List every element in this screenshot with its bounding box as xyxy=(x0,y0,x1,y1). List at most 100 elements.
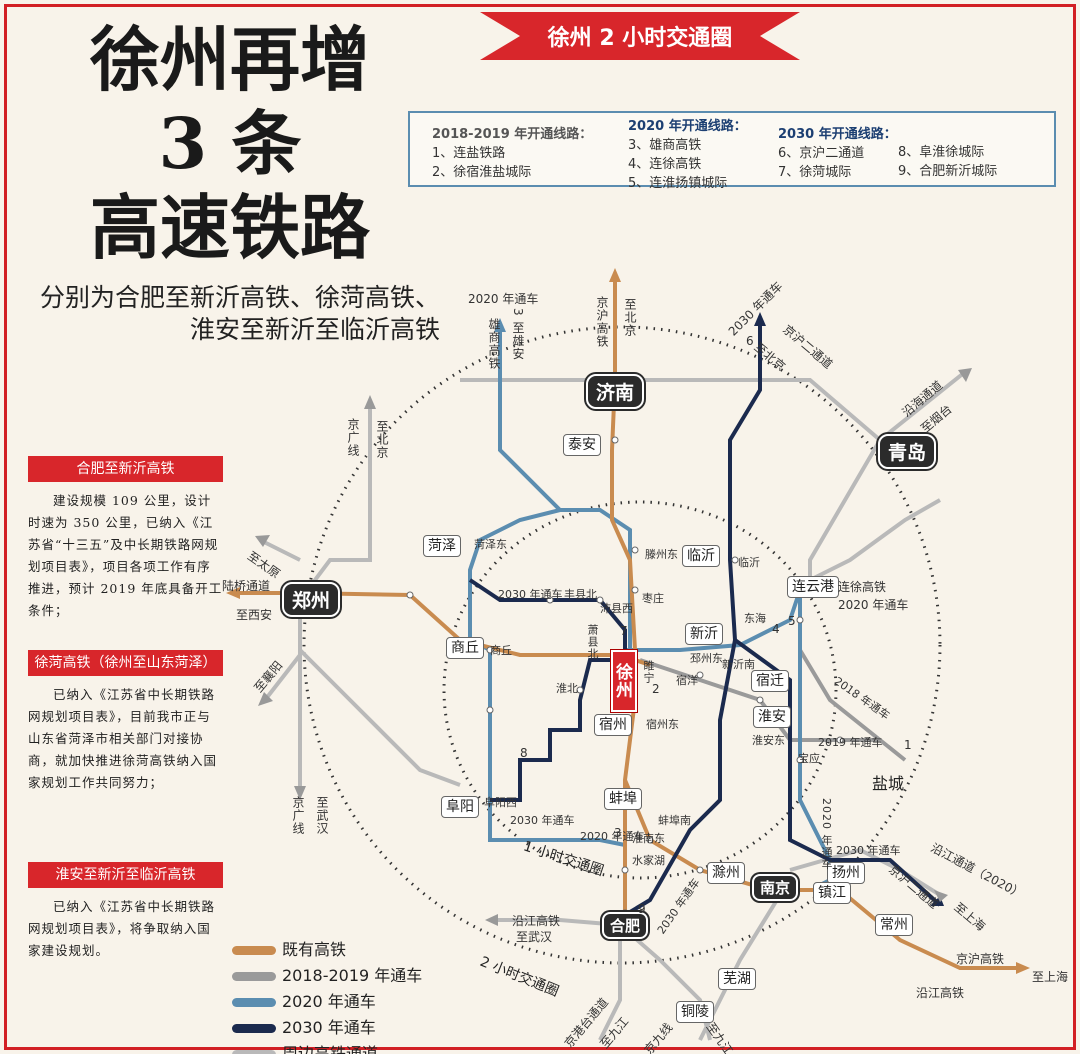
map-legend-nearby: 周边高铁通道 xyxy=(232,1040,378,1054)
sidebar-section-huaian-linyi: 淮安至新沂至临沂高铁 已纳入《江苏省中长期铁路网规划项目表》，将争取纳入国家建设… xyxy=(28,862,223,962)
label-suining: 睢宁 xyxy=(642,660,655,684)
line-number: 2 xyxy=(652,682,660,696)
station-suzhou: 宿州 xyxy=(594,714,632,736)
label-huaibei: 淮北 xyxy=(556,682,578,695)
station-bengbu: 蚌埠 xyxy=(604,788,642,810)
label-xiongshang: 雄商高铁 xyxy=(487,318,501,370)
sidebar-text: 建设规模 109 公里，设计时速为 350 公里，已纳入《江苏省“十三五”及中长… xyxy=(28,493,223,618)
legend-label: 2020 年通车 xyxy=(282,992,376,1011)
arrowheads xyxy=(226,268,1030,974)
station-suqian: 宿迁 xyxy=(751,670,789,692)
label-huaiandong: 淮安东 xyxy=(752,734,785,747)
two-hour-circle xyxy=(302,325,942,965)
label-suyang: 宿洋 xyxy=(676,674,698,687)
headline-line-3: 高速铁路 xyxy=(90,186,370,269)
lines-2020 xyxy=(468,330,832,887)
label-fengxianbei: 丰县北 xyxy=(564,588,597,601)
label-xinyinan: 新沂南 xyxy=(722,658,755,671)
label-suzhoudong: 宿州东 xyxy=(646,718,679,731)
legend-swatch xyxy=(232,946,276,955)
legend-label: 2030 年通车 xyxy=(282,1018,376,1037)
legend-item: 3、雄商高铁 xyxy=(628,138,702,153)
city-zhengzhou: 郑州 xyxy=(282,582,341,617)
station-taian: 泰安 xyxy=(563,434,601,456)
subheadline: 分别为合肥至新沂高铁、徐菏高铁、淮安至新沂至临沂高铁 xyxy=(39,283,440,344)
label-xiaoxianbei: 萧县北 xyxy=(586,624,599,660)
city-nanjing: 南京 xyxy=(752,874,799,901)
label-to-shanghai-2: 至上海 xyxy=(1032,970,1069,984)
label-jinghu-south: 京沪高铁 xyxy=(956,952,1005,966)
legend-item: 5、连淮扬镇城际 xyxy=(628,176,728,191)
station-tongling: 铜陵 xyxy=(676,1001,714,1023)
station-changzhou: 常州 xyxy=(875,914,913,936)
label-line5-2020: 2020 年通车 xyxy=(820,798,833,871)
label-pizhoudong: 邳州东 xyxy=(690,652,723,665)
station-lianyungang: 连云港 xyxy=(787,576,839,598)
label-to-wuhan-2: 至武汉 xyxy=(516,930,553,944)
label-donghai: 东海 xyxy=(744,612,766,625)
label-baoying: 宝应 xyxy=(798,752,820,765)
label-shuijiahu: 水家湖 xyxy=(632,854,665,867)
line-number: 3 xyxy=(614,826,622,840)
label-peixianxi: 沛县西 xyxy=(600,602,633,615)
city-qingdao: 青岛 xyxy=(878,434,937,469)
label-shangqiu-station: 商丘 xyxy=(490,644,512,657)
sidebar-text: 已纳入《江苏省中长期铁路网规划项目表》，目前我市正与山东省菏泽市相关部门对接协商… xyxy=(28,687,218,790)
label-fuyangxi: 阜阳西 xyxy=(484,796,517,809)
line-number: 5 xyxy=(788,614,796,628)
label-bengbunan: 蚌埠南 xyxy=(658,814,691,827)
map-legend-existing: 既有高铁 xyxy=(232,936,346,960)
sidebar-text: 已纳入《江苏省中长期铁路网规划项目表》，将争取纳入国家建设规划。 xyxy=(28,899,216,958)
label-huainannan: 淮南东 xyxy=(632,832,665,845)
sidebar-tag: 淮安至新沂至临沂高铁 xyxy=(28,862,223,888)
label-linyi-station: 临沂 xyxy=(738,556,760,569)
city-xuzhou: 徐州 xyxy=(610,649,638,713)
label-line6-2030: 2030 年通车 xyxy=(836,844,901,857)
label-tengzhoudong: 滕州东 xyxy=(645,548,678,561)
legend-label: 周边高铁通道 xyxy=(282,1044,379,1054)
legend-item: 8、阜淮徐城际 xyxy=(898,145,985,160)
line-number: 9 xyxy=(638,902,646,916)
legend-item: 7、徐菏城际 xyxy=(778,165,852,180)
legend-swatch xyxy=(232,998,276,1007)
legend-item: 1、连盐铁路 xyxy=(432,146,506,161)
city-jinan: 济南 xyxy=(586,374,645,409)
label-to-wuhan: 至武汉 xyxy=(315,796,329,835)
label-to-xian: 至西安 xyxy=(236,608,273,622)
line-number: 4 xyxy=(772,622,780,636)
label-line8-2030: 2030 年通车 xyxy=(510,814,575,827)
line-number: 1 xyxy=(904,738,912,752)
label-lianxu-2020: 2020 年通车 xyxy=(838,598,909,612)
station-huaian: 淮安 xyxy=(753,706,791,728)
label-line3-2020: 2020 年通车 xyxy=(580,830,645,843)
station-zhenjiang: 镇江 xyxy=(813,882,851,904)
line-number: 6 xyxy=(746,334,754,348)
banner: 徐州 2 小时交通圈 xyxy=(480,6,800,66)
label-jingguang-south: 京广线 xyxy=(291,796,305,835)
banner-text: 徐州 2 小时交通圈 xyxy=(547,26,733,51)
legend-item: 6、京沪二通道 xyxy=(778,146,865,161)
station-xinyi: 新沂 xyxy=(685,623,723,645)
map-legend-2018: 2018-2019 年通车 xyxy=(232,962,422,986)
station-chuzhou: 滁州 xyxy=(707,862,745,884)
legend-item: 9、合肥新沂城际 xyxy=(898,164,998,179)
label-to-xiongan: 3 至雄安 xyxy=(511,308,525,361)
station-fuyang: 阜阳 xyxy=(441,796,479,818)
line-number: 8 xyxy=(520,746,528,760)
station-linyi: 临沂 xyxy=(682,545,720,567)
legend-label: 既有高铁 xyxy=(282,940,347,959)
label-yancheng-2019: 2019 年通车 xyxy=(818,736,883,749)
label-xiongan-2020: 2020 年通车 xyxy=(468,292,539,306)
headline: 徐州再增 3 条 高速铁路 xyxy=(60,18,400,270)
legend-swatch xyxy=(232,1024,276,1033)
label-yanjiang-west: 沿江高铁 xyxy=(512,914,561,928)
map-legend-2030: 2030 年通车 xyxy=(232,1014,376,1038)
label-lianxu: 连徐高铁 xyxy=(838,580,887,594)
label-line7-2030: 2030 年通车 xyxy=(498,588,563,601)
label-to-beijing-3: 至北京 xyxy=(375,420,389,459)
legend-swatch xyxy=(232,972,276,981)
sidebar-tag: 徐菏高铁（徐州至山东菏泽） xyxy=(28,650,223,676)
legend-item: 2、徐宿淮盐城际 xyxy=(432,165,532,180)
legend-item: 4、连徐高铁 xyxy=(628,157,702,172)
